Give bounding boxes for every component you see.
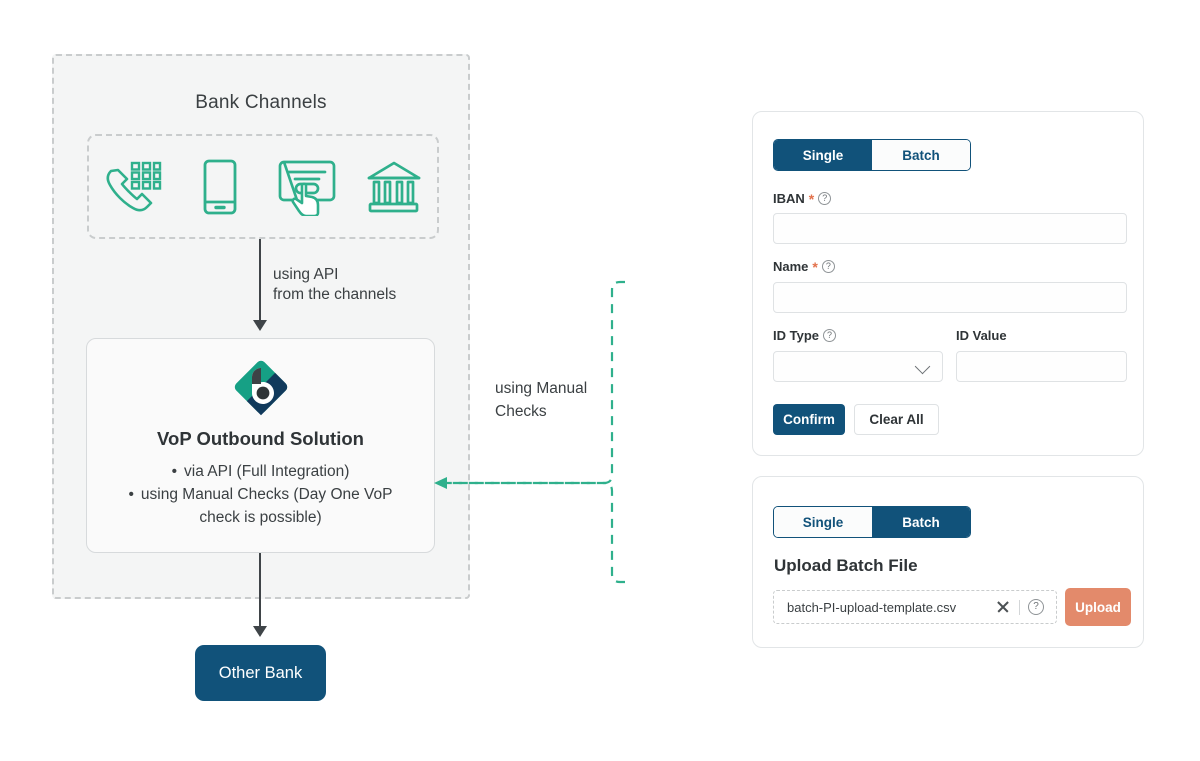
iban-input[interactable]	[773, 213, 1127, 244]
upload-button[interactable]: Upload	[1065, 588, 1131, 626]
tab-single[interactable]: Single	[774, 140, 872, 170]
id-value-label: ID Value	[956, 328, 1007, 343]
manual-checks-connector	[434, 280, 625, 584]
mode-toggle-batch-card[interactable]: Single Batch	[773, 506, 971, 538]
manual-label-line2: Checks	[495, 403, 547, 420]
bank-channels-title: Bank Channels	[195, 92, 327, 113]
id-value-label-text: ID Value	[956, 328, 1007, 343]
manual-checks-label: using Manual Checks	[495, 377, 587, 423]
bank-building-icon	[362, 156, 426, 218]
manual-connector-arrowhead	[434, 477, 447, 489]
tab-batch-batch-card[interactable]: Batch	[872, 507, 970, 537]
id-type-label: ID Type ?	[773, 328, 836, 343]
api-connector-arrow	[253, 320, 267, 331]
upload-help-icon[interactable]: ?	[1028, 599, 1044, 615]
file-drop-field[interactable]: batch-PI-upload-template.csv ?	[773, 590, 1057, 624]
divider	[1019, 599, 1020, 615]
batch-upload-card: Single Batch Upload Batch File batch-PI-…	[752, 476, 1144, 648]
mode-toggle-single-card[interactable]: Single Batch	[773, 139, 971, 171]
iban-required-asterisk: *	[808, 190, 815, 207]
chevron-down-icon	[914, 358, 931, 375]
vop-outbound-solution-card: VoP Outbound Solution via API (Full Inte…	[86, 338, 435, 553]
name-label: Name * ?	[773, 259, 835, 274]
selected-file-name: batch-PI-upload-template.csv	[787, 599, 957, 615]
other-bank-connector-arrow	[253, 626, 267, 637]
vop-bullet-1: using Manual Checks (Day One VoP	[105, 483, 417, 506]
name-required-asterisk: *	[812, 258, 818, 275]
id-type-select[interactable]	[773, 351, 943, 382]
vop-brand-logo	[230, 356, 292, 418]
confirm-button[interactable]: Confirm	[773, 404, 845, 435]
manual-label-line1: using Manual	[495, 380, 588, 397]
id-type-label-text: ID Type	[773, 328, 819, 343]
name-input[interactable]	[773, 282, 1127, 313]
single-check-card: Single Batch IBAN * ? Name * ? ID Type ?…	[752, 111, 1144, 456]
api-connector-line	[259, 239, 261, 323]
phone-keypad-icon	[101, 156, 165, 218]
iban-label: IBAN * ?	[773, 190, 832, 207]
vop-bullet-0: via API (Full Integration)	[105, 460, 417, 483]
vop-solution-title: VoP Outbound Solution	[157, 428, 364, 449]
channel-icons-group	[87, 134, 439, 239]
iban-label-text: IBAN	[773, 191, 805, 206]
vop-bullet-2: check is possible)	[199, 509, 322, 526]
close-icon[interactable]	[995, 599, 1011, 615]
api-label-line2: from the channels	[273, 286, 397, 303]
online-form-click-icon	[275, 156, 339, 218]
tab-batch[interactable]: Batch	[872, 140, 970, 170]
api-label-line1: using API	[273, 266, 339, 283]
mobile-phone-icon	[188, 156, 252, 218]
iban-help-icon[interactable]: ?	[818, 192, 832, 205]
other-bank-node: Other Bank	[195, 645, 326, 701]
name-label-text: Name	[773, 259, 809, 274]
clear-all-button[interactable]: Clear All	[854, 404, 939, 435]
id-type-help-icon[interactable]: ?	[823, 329, 836, 342]
api-connector-label: using API from the channels	[273, 265, 396, 305]
vop-solution-bullets: via API (Full Integration) using Manual …	[105, 460, 417, 529]
tab-single-batch-card[interactable]: Single	[774, 507, 872, 537]
id-value-input[interactable]	[956, 351, 1127, 382]
other-bank-connector-line	[259, 553, 261, 629]
name-help-icon[interactable]: ?	[821, 260, 835, 273]
upload-batch-file-title: Upload Batch File	[774, 556, 918, 575]
